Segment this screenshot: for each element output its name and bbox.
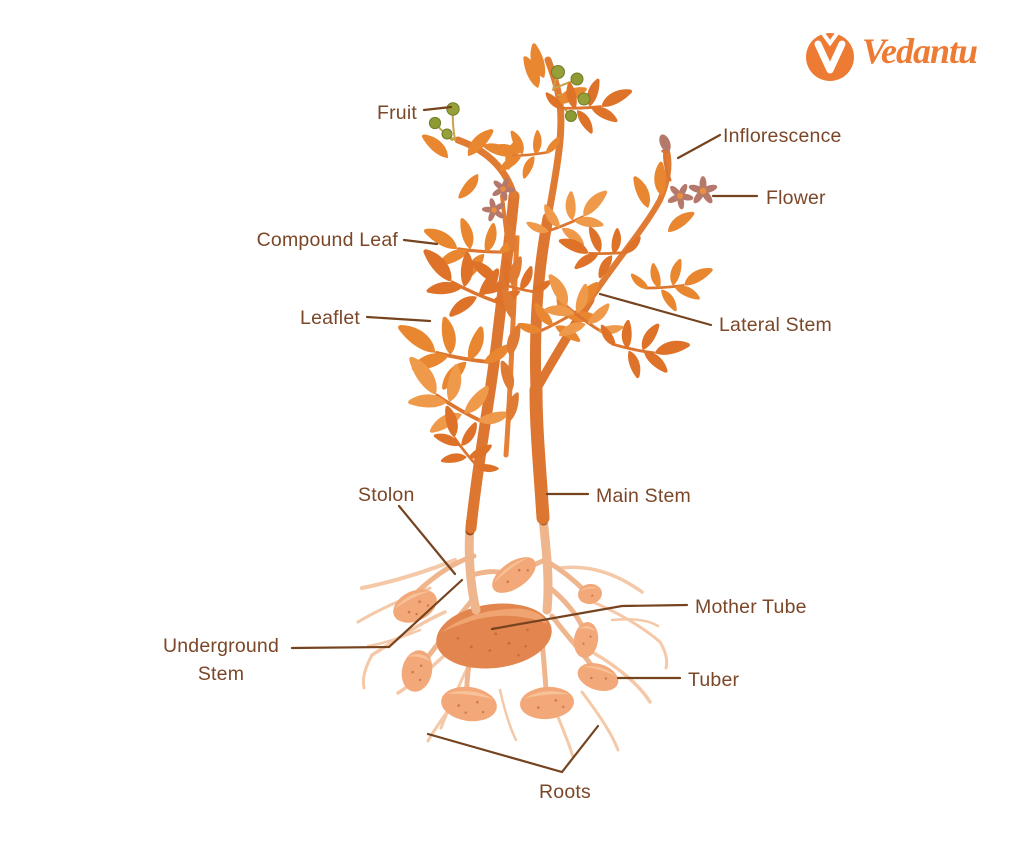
label-compound-leaf: Compound Leaf: [256, 229, 398, 251]
fruit-line: [422, 105, 453, 112]
lateral-stem-line: [598, 292, 713, 327]
main-stem-shape: [529, 383, 550, 525]
foliage: [387, 42, 718, 494]
leaflet-line: [365, 315, 432, 323]
mother-tuber: [436, 603, 552, 669]
roots-line: [426, 724, 600, 774]
vedantu-wordmark: Vedantu: [862, 31, 978, 71]
label-fruit: Fruit: [377, 102, 417, 124]
leader-lines: [290, 105, 759, 774]
inflorescence-line: [676, 133, 722, 160]
label-tuber: Tuber: [688, 669, 740, 691]
label-flower: Flower: [766, 187, 826, 209]
label-roots: Roots: [539, 781, 591, 803]
underground-stem-line: [290, 578, 464, 650]
inflorescence-bud: [659, 134, 671, 154]
label-main-stem: Main Stem: [596, 485, 691, 507]
label-stolon: Stolon: [358, 484, 415, 506]
fruit-berries: [428, 65, 591, 140]
label-mother-tube: Mother Tube: [695, 596, 807, 618]
label-lateral-stem: Lateral Stem: [719, 314, 832, 336]
stem-soil-junctions: [465, 507, 548, 536]
label-underground-stem: Underground Stem: [162, 635, 280, 685]
vedantu-logo-icon: [806, 31, 854, 81]
stolon-line: [397, 504, 457, 576]
label-leaflet: Leaflet: [300, 307, 360, 329]
mother-tube-line: [490, 603, 689, 631]
label-inflorescence: Inflorescence: [723, 125, 842, 147]
lateral-stem-shape: [531, 295, 595, 395]
compound-leaf-line: [402, 238, 439, 246]
